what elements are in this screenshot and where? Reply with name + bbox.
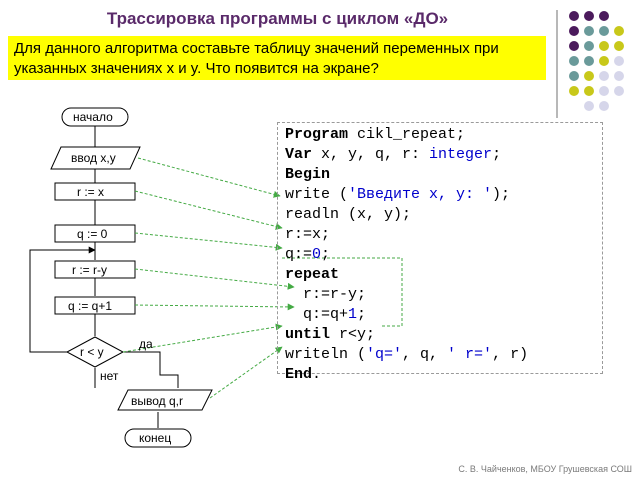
condition-diamond xyxy=(65,336,125,368)
decor-dot xyxy=(584,86,594,96)
update-r-label: r := r-y xyxy=(72,263,107,277)
loop-back-arrow xyxy=(29,246,96,353)
decor-dot xyxy=(599,26,609,36)
code-line-12: writeln ('q=', q, ' r=', r) xyxy=(285,346,529,363)
flow-arrows xyxy=(29,126,179,428)
end-terminal xyxy=(124,428,192,448)
link-until xyxy=(122,323,283,353)
decor-dot xyxy=(569,56,579,66)
update-q-label: q := q+1 xyxy=(68,299,113,313)
code-links xyxy=(122,157,295,399)
condition-label: r < y xyxy=(80,345,104,359)
decor-dot xyxy=(569,86,579,96)
decor-dot xyxy=(584,41,594,51)
decor-dot xyxy=(614,86,624,96)
decor-dot xyxy=(599,71,609,81)
task-box: Для данного алгоритма составьте таблицу … xyxy=(8,36,546,80)
decor-dot xyxy=(569,11,579,21)
decor-dot xyxy=(569,41,579,51)
decor-dot xyxy=(614,41,624,51)
output-parallelogram xyxy=(117,389,213,411)
decor-dot xyxy=(614,56,624,66)
assign-q-label: q := 0 xyxy=(77,227,108,241)
code-line-3: Begin xyxy=(285,166,331,183)
decor-dot xyxy=(569,26,579,36)
decor-dot xyxy=(614,26,624,36)
code-panel: Program cikl_repeat; Var x, y, q, r: int… xyxy=(277,122,603,383)
decor-dot xyxy=(584,101,594,111)
assign-r-label: r := x xyxy=(77,185,105,199)
decor-dot xyxy=(599,41,609,51)
decor-dot xyxy=(614,71,624,81)
code-line-4: write ('Введите x, y: '); xyxy=(285,186,511,203)
code-line-7: q:=0; xyxy=(285,246,331,263)
code-line-2: Var x, y, q, r: integer; xyxy=(285,146,502,163)
code-line-13: End. xyxy=(285,366,322,383)
decor-divider xyxy=(556,10,558,118)
code-line-9: r:=r-y; xyxy=(285,286,367,303)
link-q xyxy=(134,232,283,251)
end-label: конец xyxy=(139,431,172,445)
input-label: ввод x,y xyxy=(71,151,116,165)
yes-label: да xyxy=(139,337,153,351)
code-line-8: repeat xyxy=(285,266,340,283)
slide-title: Трассировка программы с циклом «ДО» xyxy=(106,9,449,28)
arrow-cond-yes xyxy=(123,351,179,388)
decor-dot xyxy=(599,86,609,96)
link-writeln xyxy=(209,346,283,399)
start-terminal xyxy=(61,107,129,127)
code-line-11: until r<y; xyxy=(285,326,376,343)
code-line-1: Program cikl_repeat; xyxy=(285,126,466,143)
decor-dot xyxy=(569,71,579,81)
link-q-1 xyxy=(134,303,295,311)
code-line-6: r:=x; xyxy=(285,226,331,243)
decor-dot xyxy=(584,56,594,66)
no-label: нет xyxy=(100,369,119,383)
link-r xyxy=(134,190,283,230)
decor-dot xyxy=(584,71,594,81)
link-r-y xyxy=(134,268,295,290)
start-label: начало xyxy=(73,110,113,124)
decor-dot xyxy=(584,26,594,36)
decor-dot xyxy=(599,101,609,111)
repeat-bracket xyxy=(282,257,403,327)
input-parallelogram xyxy=(50,146,141,170)
output-label: вывод q,r xyxy=(131,394,183,408)
author-credit: С. В. Чайченков, МБОУ Грушевская СОШ xyxy=(458,464,632,474)
link-readln xyxy=(137,157,281,198)
code-line-10: q:=q+1; xyxy=(285,306,367,323)
decor-dot xyxy=(599,11,609,21)
decor-dot xyxy=(584,11,594,21)
code-line-5: readln (x, y); xyxy=(285,206,412,223)
decor-dot xyxy=(599,56,609,66)
